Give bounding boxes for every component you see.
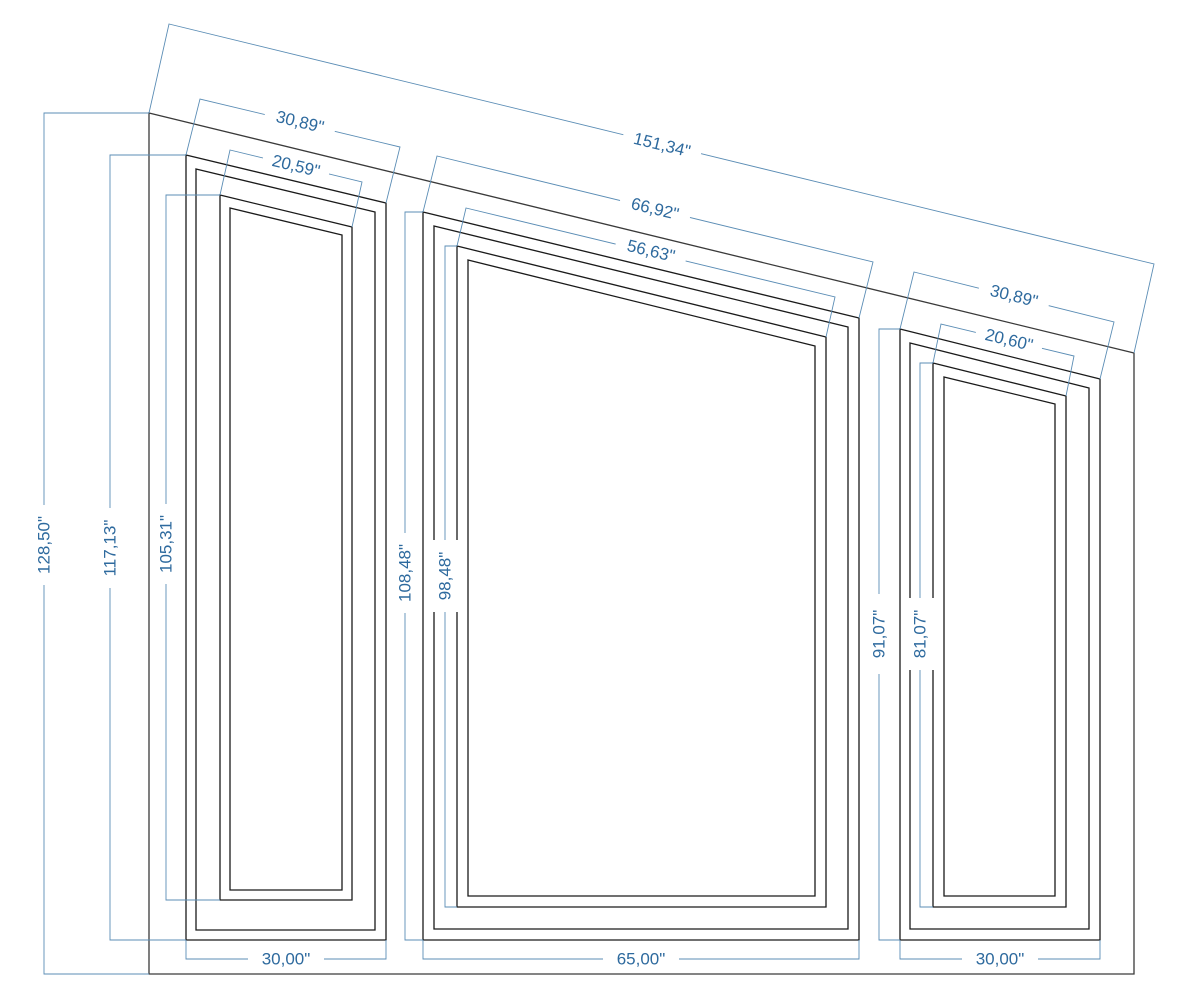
dim-wall-top-width-label: 151,34" — [632, 129, 693, 161]
dim-wall-top-width: 151,34" — [148, 23, 1155, 354]
panel-center-inner-frame-2 — [467, 259, 816, 897]
dim-left-outer-height: 117,13" — [96, 154, 186, 941]
dim-left-outer-top: 30,89" — [185, 98, 401, 204]
dim-left-outer-top-label: 30,89" — [274, 107, 326, 137]
dim-right-outer-top-label: 30,89" — [988, 281, 1040, 311]
dim-left-bottom-width-label: 30,00" — [262, 950, 311, 969]
dim-left-inner-height: 105,31" — [152, 194, 220, 901]
panel-center-frame-2 — [433, 225, 849, 930]
dim-left-bottom-width: 30,00" — [185, 940, 387, 969]
dim-center-bottom-width: 65,00" — [422, 940, 860, 969]
dim-center-inner-top-label: 56,63" — [625, 236, 677, 266]
dim-left-inner-height-label: 105,31" — [157, 515, 176, 573]
dim-right-inner-height-label: 81,07" — [911, 610, 930, 659]
panel-right — [899, 328, 1101, 941]
dim-right-inner-height: 81,07" — [906, 362, 934, 908]
dim-right-outer-height: 91,07" — [865, 328, 900, 941]
panel-right-inner-frame — [932, 362, 1067, 908]
dim-center-outer-top: 66,92" — [422, 155, 874, 319]
dim-center-inner-height-label: 98,48" — [436, 552, 455, 601]
dim-center-inner-top: 56,63" — [456, 207, 836, 338]
panel-left-outer-frame — [185, 154, 387, 941]
panel-right-inner-frame-2 — [943, 376, 1056, 897]
dim-right-outer-height-label: 91,07" — [870, 610, 889, 659]
dim-right-bottom-width: 30,00" — [899, 940, 1101, 969]
panel-right-frame-2 — [909, 342, 1090, 930]
panel-center-inner-frame — [456, 245, 827, 908]
panel-left-frame-2 — [195, 168, 376, 931]
dim-wall-height: 128,50" — [30, 112, 149, 975]
panel-left-inner-frame — [219, 194, 353, 901]
dim-center-outer-height: 108,48" — [391, 211, 423, 941]
dim-right-inner-top-label: 20,60" — [983, 325, 1035, 355]
dim-right-bottom-width-label: 30,00" — [976, 950, 1025, 969]
dim-center-outer-top-label: 66,92" — [629, 194, 681, 224]
panel-left — [185, 154, 387, 941]
dim-center-outer-height-label: 108,48" — [396, 544, 415, 602]
dim-left-outer-height-label: 117,13" — [101, 520, 120, 577]
panel-center — [422, 211, 860, 941]
wall-outline — [148, 112, 1135, 975]
panel-center-outer-frame — [422, 211, 860, 941]
dim-center-inner-height: 98,48" — [431, 245, 459, 908]
dim-wall-height-label: 128,50" — [35, 516, 54, 574]
panel-left-inner-frame-2 — [229, 207, 343, 891]
dim-center-bottom-width-label: 65,00" — [617, 950, 666, 969]
